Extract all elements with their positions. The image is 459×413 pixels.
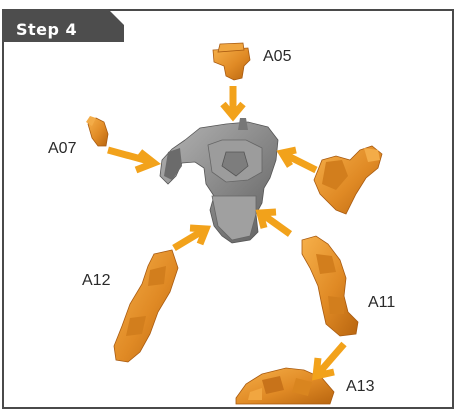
part-a07-hand <box>86 116 108 146</box>
arrow-a11-to-a13 <box>316 344 344 376</box>
part-a05-head <box>213 43 250 80</box>
part-a12-leg <box>114 250 178 362</box>
part-a11-leg <box>302 236 358 336</box>
arrow-a07-to-torso <box>108 150 154 170</box>
part-label-a05: A05 <box>263 48 291 66</box>
arrow-a12-to-torso <box>174 228 206 248</box>
arrow-arm-to-torso <box>282 150 316 170</box>
part-right-arm <box>314 146 382 214</box>
part-label-a13: A13 <box>346 378 374 396</box>
arrow-a05-to-torso <box>223 86 243 116</box>
part-label-a12: A12 <box>82 272 110 290</box>
part-label-a07: A07 <box>48 140 76 158</box>
arrow-a11-to-torso <box>260 212 290 234</box>
part-label-a11: A11 <box>368 294 395 312</box>
